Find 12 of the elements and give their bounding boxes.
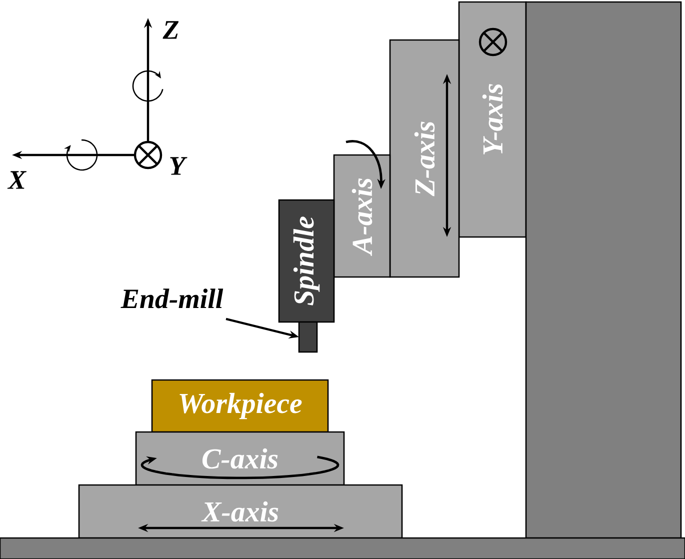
axis-block: C-axis: [135, 431, 345, 486]
base-plate: [0, 537, 685, 559]
axis-block: A-axis: [333, 154, 391, 278]
spindle-block: Spindle: [278, 199, 335, 323]
callout-label: End-mill: [120, 288, 224, 308]
end-mill-block: [298, 321, 318, 353]
axis-block: X-axis: [78, 484, 403, 539]
axis-label: Z: [162, 21, 179, 39]
axis-label: X: [7, 171, 27, 189]
axis-block: Y-axis: [458, 1, 527, 238]
axis-label: Y: [170, 157, 188, 175]
workpiece-block: Workpiece: [151, 379, 329, 433]
